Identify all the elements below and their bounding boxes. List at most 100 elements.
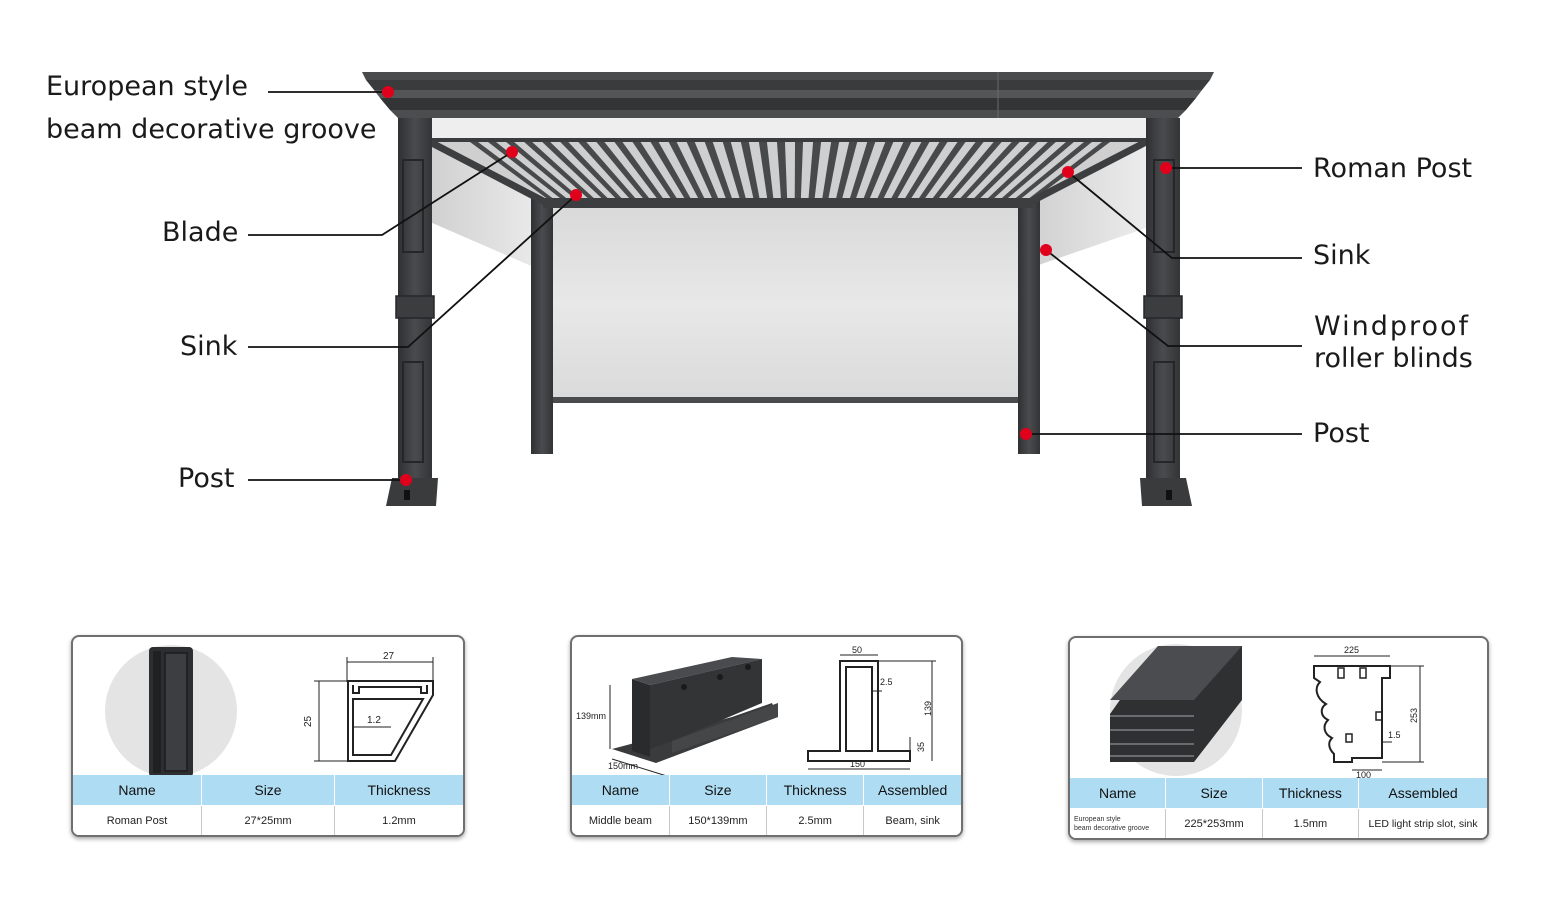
sink-left-edge [428,138,547,206]
dim-label-1-5: 1.5 [1388,730,1401,740]
marker-sink-left [570,189,582,201]
leader-windproof [1045,249,1302,347]
roof-blade [888,142,930,203]
beam-white-strip [402,118,1174,138]
roof-blade [982,142,1056,203]
leader-lines [248,91,1302,481]
roof-blade [821,142,840,203]
decorative-beam-band4 [390,110,1186,118]
callout-sink-right: Sink [1313,240,1371,271]
callout-european-line1: European style [46,71,248,102]
roof-blade [470,142,559,203]
roof-blade [969,142,1038,203]
roof-blade [542,142,613,203]
dim-label-height: 25 [303,715,314,727]
spec-table-decorative-groove: Name Size Thickness Assembled European s… [1070,778,1487,838]
roof-blade [560,142,627,203]
roman-post-photo-edge [153,651,161,773]
callout-windproof-line1: Windproof [1314,311,1471,342]
cell-thickness: 2.5mm [766,805,865,835]
cell-name: Middle beam [572,805,670,835]
decorative-groove-profile-drawing: 225 253 1.5 100 [1110,644,1424,780]
marker-post-right [1020,428,1032,440]
spec-card-middle-beam: 139mm 150mm 50 2.5 139 35 150 Name Size … [570,635,963,837]
dim-label-35: 35 [916,742,926,752]
dim-label-width: 27 [383,651,395,662]
inner-post-left [531,198,553,454]
spec-table-middle-beam: Name Size Thickness Assembled Middle bea… [572,775,961,835]
roman-post-photo-face [164,652,188,772]
dim-label-2-5: 2.5 [880,677,893,687]
cell-size: 27*25mm [201,805,335,835]
cell-size: 225*253mm [1165,808,1263,838]
callout-roman-post: Roman Post [1313,153,1473,184]
roof-blade [578,142,640,203]
roof-blade [808,142,822,203]
roof-blades [470,142,1110,203]
back-beam [543,198,1033,208]
roof-blade [686,142,721,203]
groove-slot-1 [1337,667,1345,679]
cell-size: 150*139mm [669,805,768,835]
post-right-slot [1166,490,1172,500]
spec-card-roman-post: 27 25 1.2 Name Size Thickness Roman Post… [71,635,465,837]
beam-3d-top [632,657,762,685]
cell-assembled: Beam, sink [863,805,961,835]
marker-sink-right [1062,166,1074,178]
roof-blade [902,142,948,203]
beam-3d-flange [672,703,778,753]
roof-blade [955,142,1020,203]
beam-3d-front [632,679,650,757]
roof-blade [506,142,586,203]
cell-name: European style beam decorative groove [1070,808,1167,838]
cell-name: Roman Post [73,805,203,835]
spec-table-roman-post: Name Size Thickness Roman Post 27*25mm 1… [73,775,463,835]
cell-assembled: LED light strip slot, sink [1358,808,1487,838]
beam-hole-3 [745,664,751,670]
callout-blade: Blade [162,217,239,248]
decorative-groove-profile-shape [1313,665,1391,763]
roof-blade [915,142,966,203]
roof-blade [596,142,653,203]
callout-post-left: Post [178,463,235,494]
post-left-slot [404,490,410,500]
header-thickness: Thickness [766,775,865,806]
header-thickness: Thickness [1262,778,1360,809]
beam-hole-1 [681,684,687,690]
dim-label-100: 100 [1356,770,1371,780]
roof-blade [861,142,894,203]
post-right-collar [1143,295,1183,319]
post-left-panel-bottom [402,361,424,463]
roof-front-beam-lower [428,137,1148,142]
header-assembled: Assembled [1358,778,1487,809]
callout-post-right: Post [1313,418,1370,449]
back-blind-bottom-rail [548,397,1018,403]
roof-blade [942,142,1002,203]
marker-post-left [400,474,412,486]
leader-sink-left [248,194,577,348]
roof-blade [835,142,858,203]
inner-post-right [1018,198,1040,454]
beam-hole-2 [717,674,723,680]
header-thickness: Thickness [334,775,463,806]
roof-blade [929,142,984,203]
post-left-base [386,478,438,506]
roof-blade [524,142,600,203]
roof-blade [848,142,876,203]
groove-slot-2 [1359,667,1367,679]
post-left-collar [395,295,435,319]
header-size: Size [201,775,335,806]
post-left-panel-top [402,159,424,253]
roof-blade [740,142,761,203]
dim-label-150mm: 150mm [608,761,638,771]
roof-blade [758,142,774,203]
roman-post-profile-drawing: 27 25 1.2 [105,645,434,777]
dim-label-150: 150 [850,759,865,769]
roman-post-profile-shape [347,680,434,762]
groove-slot-4 [1345,733,1353,743]
decorative-beam-band3 [380,98,1196,110]
sink-right-edge [1028,138,1148,206]
header-name: Name [73,775,203,806]
marker-windproof [1040,244,1052,256]
